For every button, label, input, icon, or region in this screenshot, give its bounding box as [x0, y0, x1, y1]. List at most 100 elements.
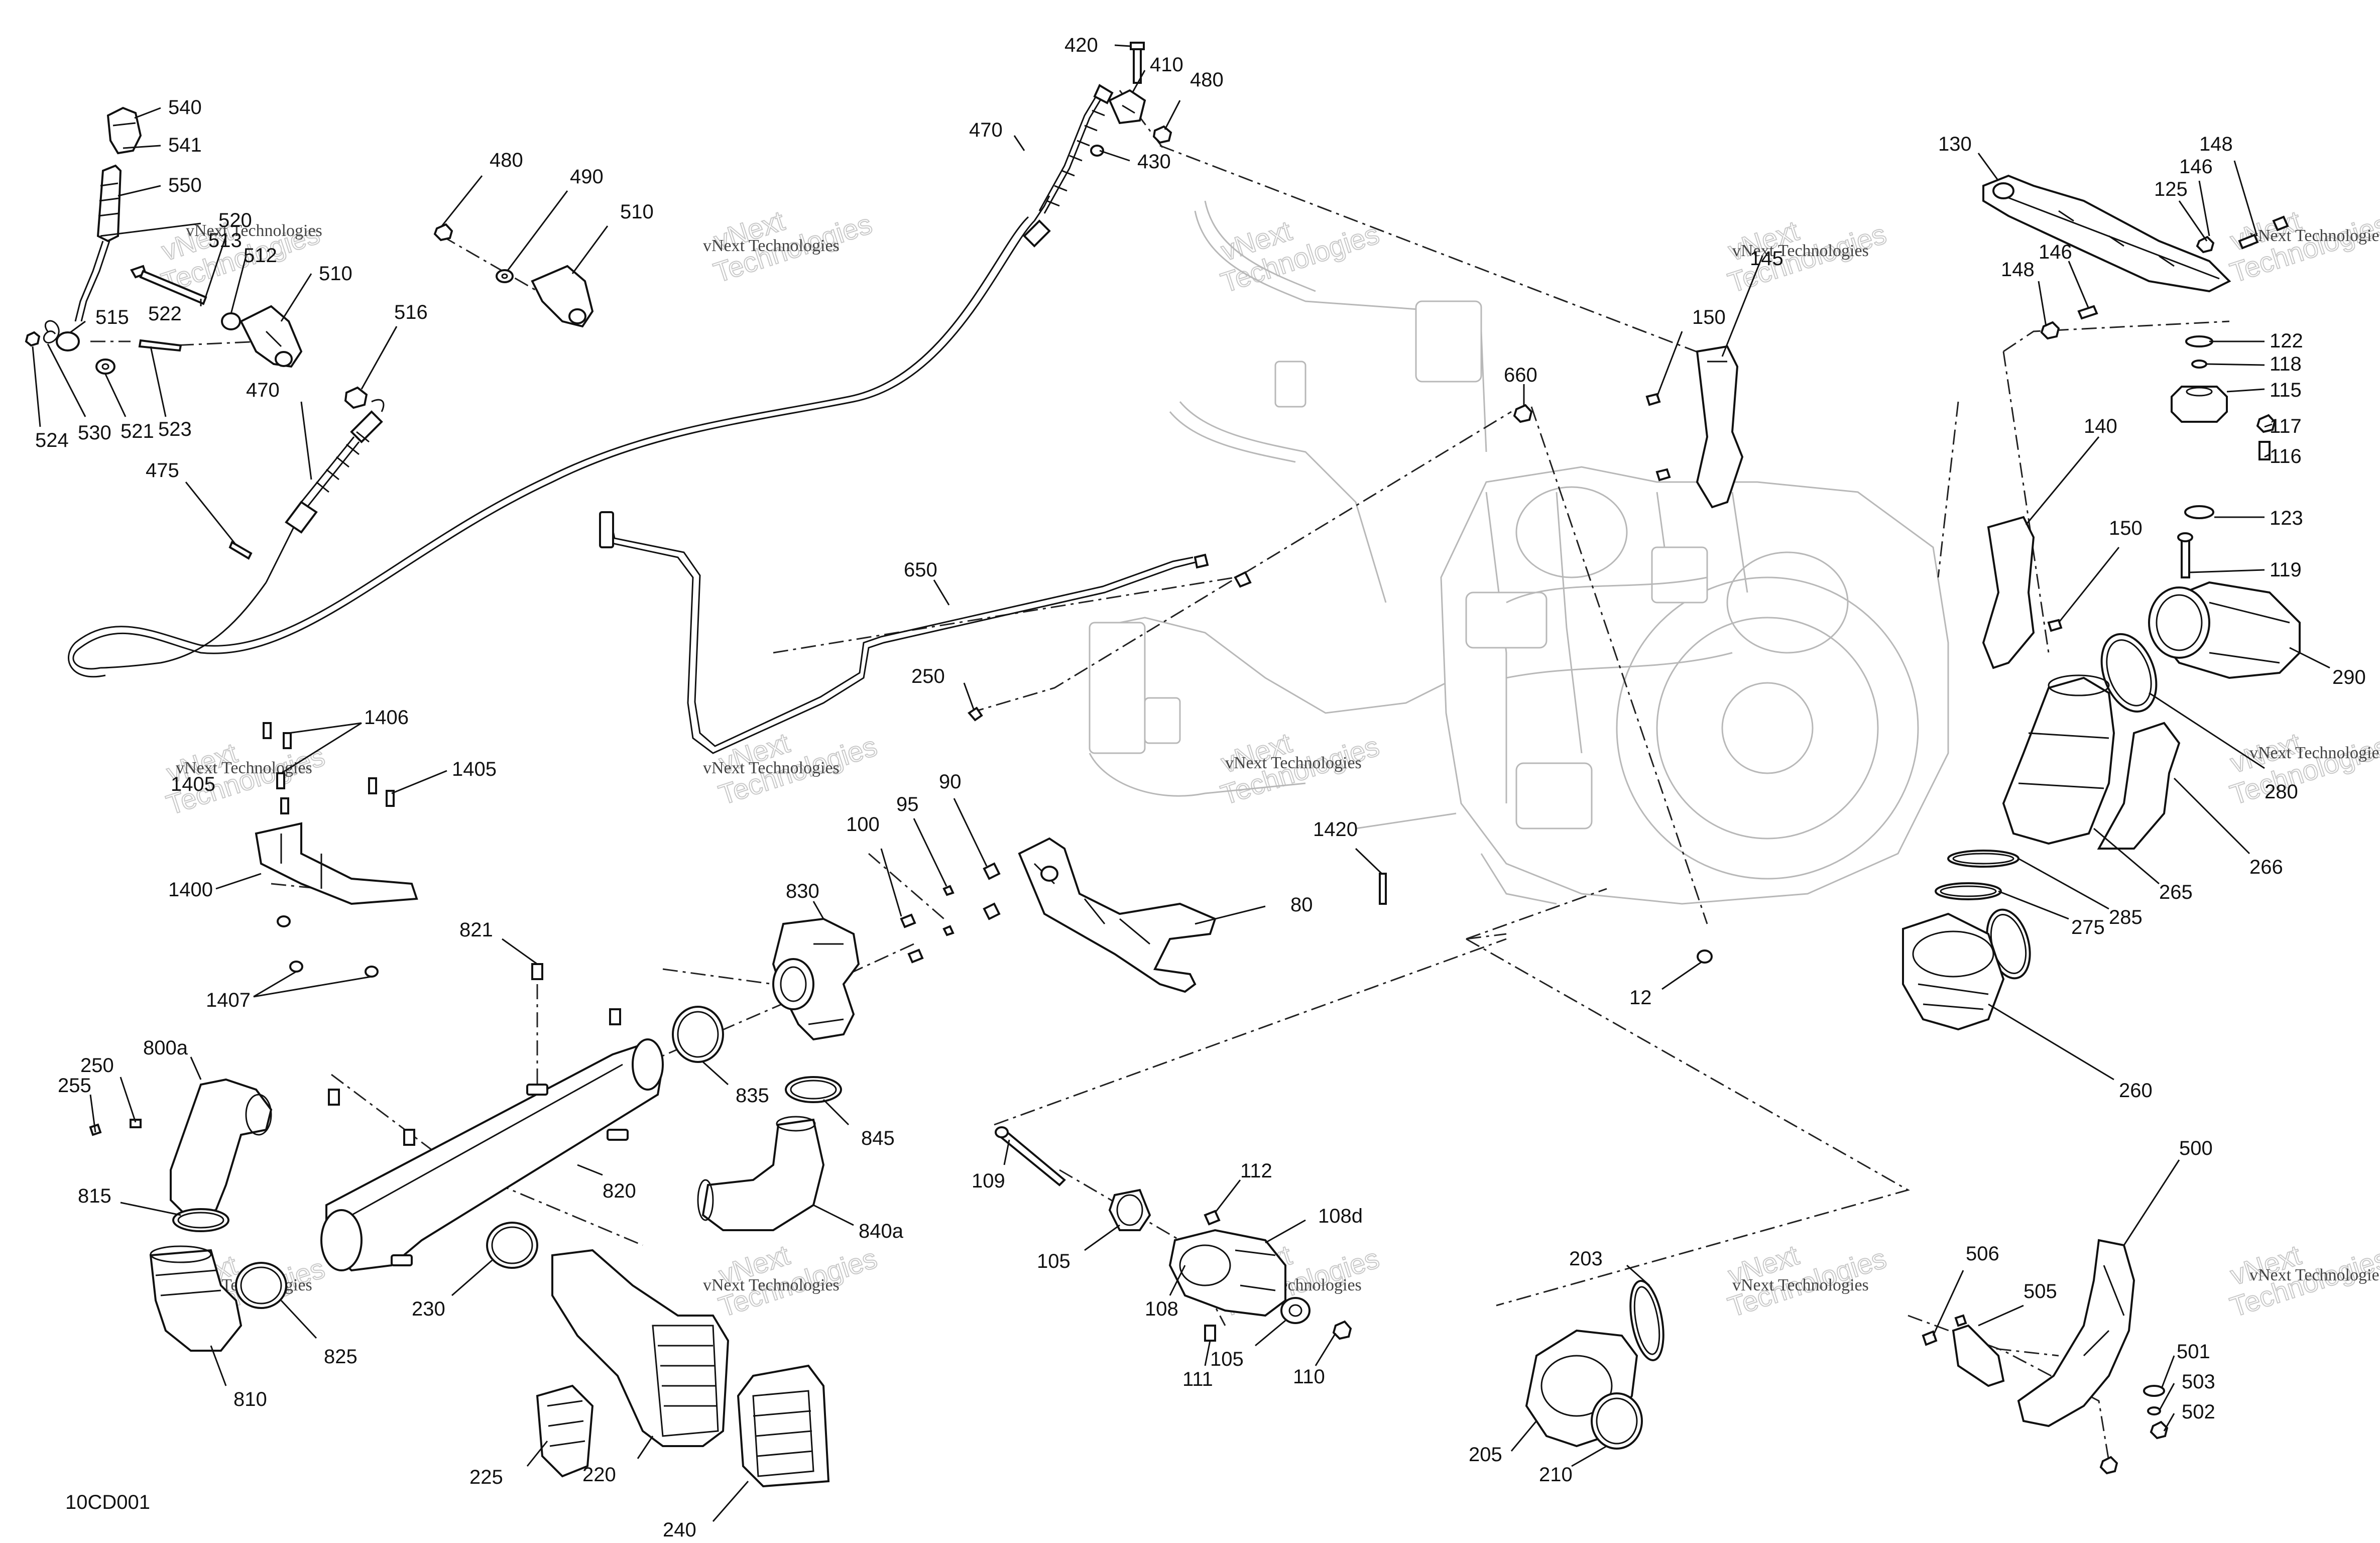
callout-labels: 540 541 550 520 513 512 510 522 515 524 …	[35, 34, 2366, 1541]
callout-480b: 480	[1190, 69, 1224, 91]
callout-516: 516	[394, 301, 428, 323]
callout-220: 220	[582, 1464, 616, 1486]
bracket-icon	[1513, 345, 1744, 509]
callout-146: 146	[2179, 156, 2213, 178]
callout-290: 290	[2332, 666, 2366, 688]
air-intake-icon	[1902, 912, 2005, 1031]
callout-515: 515	[95, 306, 129, 328]
callout-540: 540	[168, 96, 202, 118]
callout-410: 410	[1150, 54, 1183, 76]
nut-icon	[344, 386, 368, 409]
callout-470b: 470	[969, 119, 1003, 141]
callout-250b: 250	[80, 1054, 114, 1077]
air-intake-icon	[551, 1249, 730, 1447]
callout-520: 520	[218, 209, 252, 231]
bolt-icon	[968, 571, 1252, 722]
callout-250: 250	[911, 665, 945, 687]
callout-230: 230	[412, 1298, 445, 1320]
callout-225: 225	[469, 1466, 503, 1488]
callout-105b: 105	[1210, 1348, 1244, 1370]
filter-icon	[536, 1384, 594, 1478]
callout-510: 510	[319, 263, 352, 285]
callout-660: 660	[1504, 364, 1537, 386]
callout-835: 835	[736, 1085, 769, 1107]
callout-80: 80	[1290, 894, 1313, 916]
air-intake-icon	[89, 1078, 273, 1217]
callout-830: 830	[786, 880, 819, 902]
callout-122: 122	[2270, 330, 2303, 352]
callout-650: 650	[904, 559, 937, 581]
bracket-icon	[433, 223, 594, 328]
callout-150b: 150	[2109, 517, 2143, 539]
callout-285: 285	[2109, 906, 2143, 928]
callout-125: 125	[2154, 178, 2188, 200]
callout-530: 530	[78, 422, 111, 444]
watermark-text: vNext Technologies	[703, 759, 840, 777]
engine-icon	[1089, 200, 1949, 905]
callout-810: 810	[233, 1388, 267, 1410]
callout-150: 150	[1692, 306, 1726, 328]
callout-108: 108	[1145, 1298, 1178, 1320]
air-intake-icon	[149, 1245, 243, 1352]
clamp-icon	[486, 1222, 538, 1269]
callout-108d: 108d	[1318, 1205, 1363, 1227]
filter-icon	[737, 1364, 830, 1488]
bolt-icon	[1379, 873, 1713, 964]
callout-146b: 146	[2039, 241, 2072, 263]
callout-117: 117	[2270, 415, 2302, 437]
callout-470: 470	[246, 379, 280, 401]
callout-95: 95	[896, 793, 919, 815]
callout-825: 825	[324, 1346, 358, 1368]
shift-lever-icon	[25, 106, 303, 375]
callout-1406: 1406	[364, 706, 409, 729]
throttle-body-icon	[995, 1126, 1352, 1342]
callout-205: 205	[1469, 1444, 1502, 1466]
drawing-id: 10CD001	[65, 1491, 150, 1513]
watermark-text: vNext Technologies	[1225, 754, 1362, 772]
callout-145: 145	[1750, 248, 1783, 270]
clamp-icon	[785, 1076, 842, 1103]
callout-505: 505	[2024, 1280, 2057, 1302]
bracket-icon	[255, 722, 418, 978]
callout-820: 820	[603, 1180, 636, 1202]
air-intake-icon	[320, 963, 664, 1272]
callout-502: 502	[2182, 1401, 2215, 1423]
shield-icon	[2097, 722, 2181, 850]
watermark-text: vNext Technologies	[186, 221, 322, 240]
callout-501: 501	[2177, 1341, 2210, 1363]
callout-521: 521	[121, 420, 154, 442]
cable-icon	[68, 216, 1035, 678]
callout-475: 475	[146, 459, 179, 482]
callout-1405b: 1405	[452, 758, 497, 780]
leader-lines	[32, 44, 2330, 1522]
watermark-text: vNext Technologies	[1732, 1276, 1869, 1294]
callout-1400: 1400	[168, 879, 213, 901]
callout-1405: 1405	[171, 773, 215, 795]
callout-275: 275	[2071, 916, 2105, 938]
callout-90: 90	[939, 771, 962, 793]
callout-109: 109	[972, 1170, 1005, 1192]
callout-118: 118	[2270, 353, 2302, 375]
callout-480: 480	[490, 149, 523, 171]
callout-524: 524	[35, 429, 69, 451]
callout-510b: 510	[620, 201, 654, 223]
callout-140: 140	[2084, 415, 2117, 437]
air-intake-icon	[772, 917, 860, 1041]
watermark-text: vNext Technologies	[2249, 744, 2380, 762]
air-intake-icon	[2148, 581, 2301, 679]
callout-203: 203	[1569, 1248, 1603, 1270]
watermark-text: vNext Technologies	[2249, 226, 2380, 245]
callout-240: 240	[663, 1519, 696, 1541]
callout-105: 105	[1037, 1250, 1070, 1272]
callout-490: 490	[570, 166, 604, 188]
air-intake-icon	[1525, 1280, 1664, 1450]
callout-123: 123	[2270, 507, 2303, 529]
callout-112: 112	[1240, 1160, 1272, 1182]
cable-icon	[1023, 42, 1172, 248]
callout-550: 550	[168, 174, 202, 196]
watermark-text: vNext Technologies	[2249, 1266, 2380, 1284]
callout-1420: 1420	[1313, 818, 1358, 841]
air-intake-icon	[2002, 674, 2115, 845]
bracket-icon	[1922, 1239, 2169, 1475]
callout-840a: 840a	[859, 1220, 904, 1242]
